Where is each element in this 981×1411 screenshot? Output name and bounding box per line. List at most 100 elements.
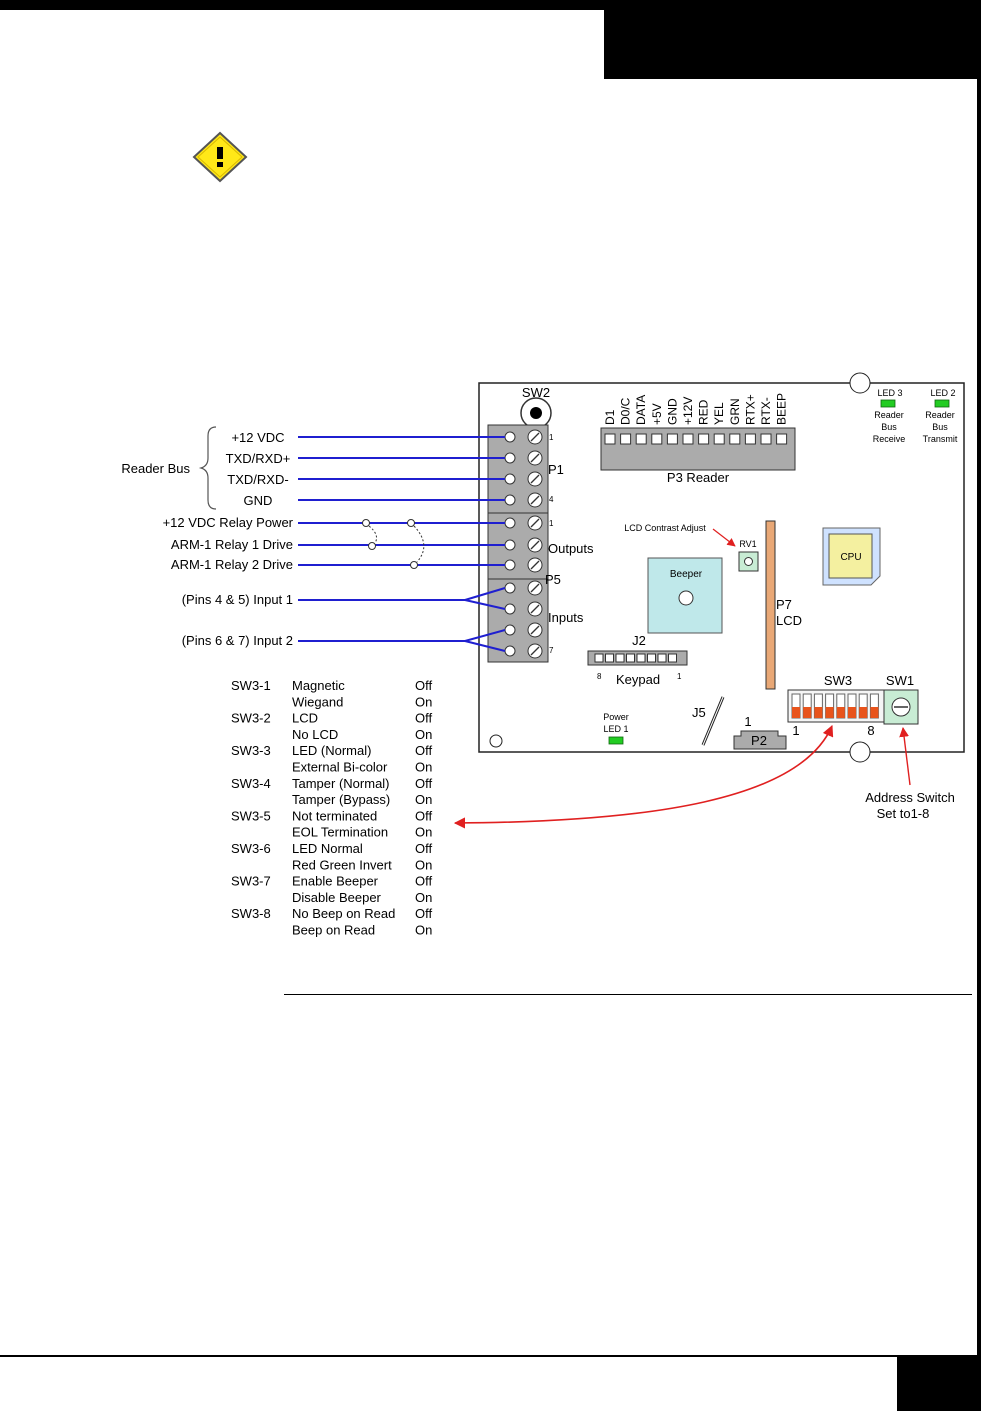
- switch-state: Off: [415, 743, 432, 758]
- switch-state: Off: [415, 906, 432, 921]
- switch-function: Beep on Read: [292, 923, 375, 938]
- p2-pin1: 1: [744, 714, 751, 729]
- switch-state: On: [415, 890, 432, 905]
- terminal-blocks: P1 Outputs P5 Inputs 1 4 1 7: [487, 424, 594, 663]
- p3-pin-label: +12V: [681, 397, 695, 425]
- annotation-arrows: [453, 724, 911, 829]
- p3-pin: [604, 433, 616, 445]
- switch-function: No LCD: [292, 727, 338, 742]
- pin-number: 1: [549, 519, 554, 528]
- terminal-screw: [527, 601, 543, 617]
- p3-pin-label: D0/C: [619, 397, 633, 425]
- switch-state: Off: [415, 776, 432, 791]
- reader-signal-label: +12 VDC: [231, 430, 284, 445]
- terminal-screw: [527, 515, 543, 531]
- led3-label: Reader: [874, 410, 904, 420]
- right-border: [977, 0, 981, 1411]
- relay-signal-label: ARM-1 Relay 1 Drive: [171, 537, 293, 552]
- reader-signal-label: GND: [244, 493, 273, 508]
- j2-pin: [594, 653, 604, 663]
- table-row: SW3-8 No Beep on Read Off: [231, 906, 432, 921]
- j2-pin: [615, 653, 625, 663]
- table-row: Beep on Read On: [292, 923, 432, 938]
- switch-state: Off: [415, 711, 432, 726]
- p3-pin-label: RTX+: [743, 394, 757, 425]
- beeper-label: Beeper: [670, 569, 703, 580]
- led2-label: Reader: [925, 410, 955, 420]
- sw3-label: SW3: [824, 673, 852, 688]
- switch-function: No Beep on Read: [292, 906, 395, 921]
- p3-pin: [744, 433, 756, 445]
- switch-state: On: [415, 857, 432, 872]
- dip-switch-position: [847, 693, 857, 719]
- p3-pin: [635, 433, 647, 445]
- keypad-pin1: 1: [677, 672, 682, 681]
- top-bar: [0, 0, 981, 10]
- terminal-hole: [504, 431, 516, 443]
- switch-id: SW3-8: [231, 906, 271, 921]
- p3-pin: [698, 433, 710, 445]
- input-signal-label: (Pins 6 & 7) Input 2: [182, 633, 293, 648]
- dip-switch-position: [813, 693, 823, 719]
- terminal-hole: [504, 494, 516, 506]
- p3-pin: [760, 433, 772, 445]
- sw2-label: SW2: [522, 385, 550, 400]
- p1-label: P1: [548, 462, 564, 477]
- reader-bus-label: Reader Bus: [121, 461, 190, 476]
- lcd-label: LCD: [776, 613, 802, 628]
- wire: [464, 640, 506, 652]
- terminal-hole: [504, 517, 516, 529]
- beeper: Beeper: [647, 557, 723, 634]
- switch-function: EOL Termination: [292, 825, 388, 840]
- switch-state: On: [415, 760, 432, 775]
- p3-pin: [651, 433, 663, 445]
- switch-function: Wiegand: [292, 694, 343, 709]
- switch-function: Enable Beeper: [292, 874, 379, 889]
- sw3-pin8: 8: [867, 723, 874, 738]
- switch-state: Off: [415, 808, 432, 823]
- switch-state: On: [415, 727, 432, 742]
- rv1-label: RV1: [739, 539, 756, 549]
- switch-id: SW3-1: [231, 678, 271, 693]
- j5-label: J5: [692, 705, 706, 720]
- power-led-label: LED 1: [603, 724, 628, 734]
- table-row: Tamper (Bypass)On: [292, 792, 432, 807]
- terminal-screw: [527, 643, 543, 659]
- switch-id: SW3-4: [231, 776, 271, 791]
- led2-indicator: LED 2 Reader Bus Transmit: [923, 388, 958, 444]
- pin-number: 4: [549, 495, 554, 504]
- terminal-screw: [527, 450, 543, 466]
- p3-pin: [666, 433, 678, 445]
- led2-label: Bus: [932, 422, 948, 432]
- switch-state: Off: [415, 841, 432, 856]
- switch-state: On: [415, 792, 432, 807]
- sw1-label: SW1: [886, 673, 914, 688]
- j2-pin: [636, 653, 646, 663]
- terminal-hole: [504, 645, 516, 657]
- keypad-pin8: 8: [597, 672, 602, 681]
- led2-label: Transmit: [923, 434, 958, 444]
- switch-state: On: [415, 923, 432, 938]
- switch-function: External Bi-color: [292, 760, 388, 775]
- switch-id: SW3-3: [231, 743, 271, 758]
- terminal-screw: [527, 492, 543, 508]
- p2-label: P2: [751, 733, 767, 748]
- terminal-screw: [527, 580, 543, 596]
- p7-lcd-connector: P7 LCD: [765, 520, 802, 690]
- j2-label: J2: [632, 633, 646, 648]
- switch-id: SW3-5: [231, 808, 271, 823]
- sw1-address-switch: SW1: [883, 673, 919, 725]
- cpu-label: CPU: [840, 552, 861, 563]
- footer-rule: [0, 1355, 981, 1357]
- switch-function: Tamper (Normal): [292, 776, 390, 791]
